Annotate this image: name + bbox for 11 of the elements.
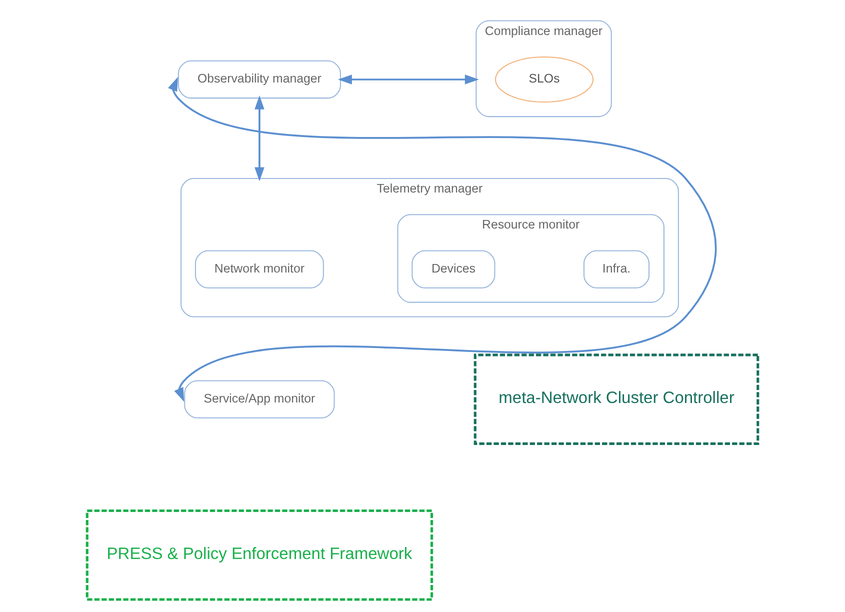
node-box: Devices [412, 250, 496, 288]
arrow [338, 74, 479, 84]
node-ellipse: SLOs [495, 56, 594, 103]
node-box: meta-Network Cluster Controller [474, 354, 760, 445]
node-box: Network monitor [194, 250, 324, 288]
arrow [168, 76, 717, 402]
node-box: Observability manager [178, 60, 341, 99]
arrow [254, 95, 264, 182]
node-box: Service/App monitor [184, 380, 335, 418]
node-box: PRESS & Policy Enforcement Framework [86, 509, 434, 601]
node-box: Infra. [583, 250, 650, 288]
